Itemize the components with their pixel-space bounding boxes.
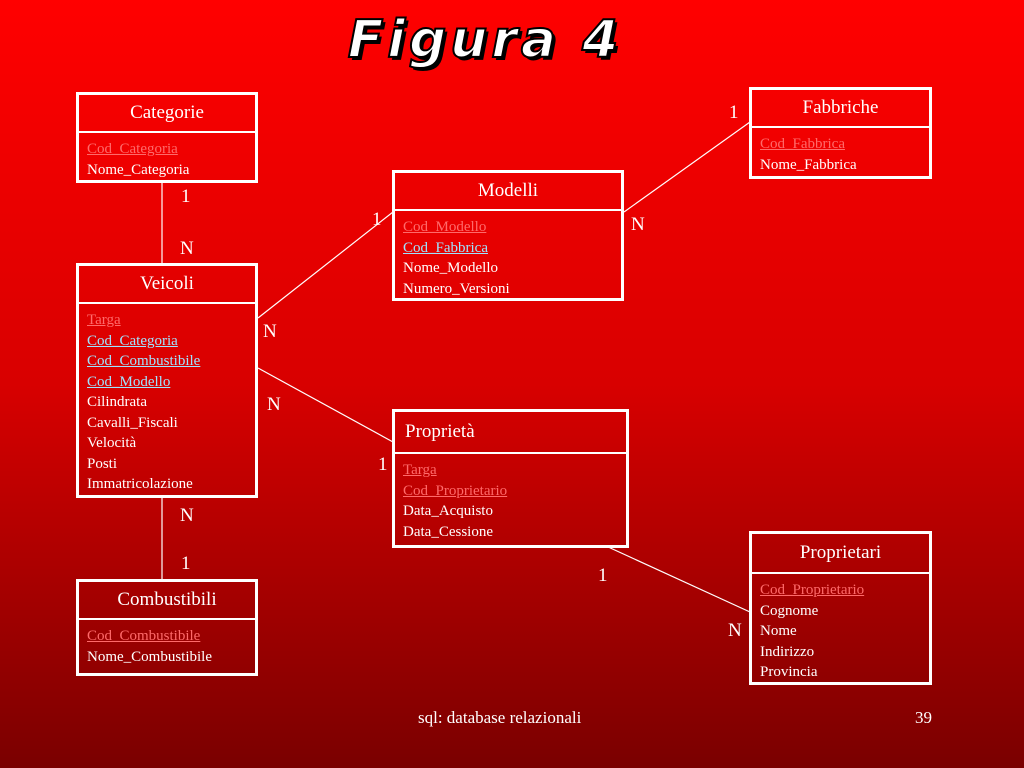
entity-fabbriche-title: Fabbriche xyxy=(752,90,929,128)
slide-title: Figura 4 xyxy=(347,9,623,71)
cardinality-proprieta-proprietari-one: 1 xyxy=(598,565,608,586)
attribute-plain: Immatricolazione xyxy=(87,476,193,492)
entity-modelli-title: Modelli xyxy=(395,173,621,211)
cardinality-categorie-veicoli-many: N xyxy=(180,238,194,259)
link-proprieta-proprietari xyxy=(605,545,751,613)
attribute-plain: Nome_Categoria xyxy=(87,161,190,178)
entity-proprieta-title: Proprietà xyxy=(395,412,626,454)
attribute-plain: Posti xyxy=(87,455,118,472)
cardinality-veicoli-proprieta-many: N xyxy=(267,394,281,415)
attribute-plain: Cilindrata xyxy=(87,394,147,410)
attribute-fk: Cod_Fabbrica xyxy=(403,239,488,256)
attribute-plain: Nome_Combustibile xyxy=(87,648,212,665)
attribute-pk: Cod_Modello xyxy=(403,219,487,235)
entity-veicoli-title: Veicoli xyxy=(79,266,255,304)
attribute-fk: Cod_Modello xyxy=(87,373,171,390)
cardinality-categorie-veicoli-one: 1 xyxy=(181,186,191,207)
attribute-plain: Data_Acquisto xyxy=(403,503,493,519)
cardinality-proprieta-proprietari-many: N xyxy=(728,620,742,641)
cardinality-fabbriche-modelli-one: 1 xyxy=(729,102,739,123)
attribute-plain: Cognome xyxy=(760,602,819,619)
attribute-pk: Targa xyxy=(403,462,437,478)
attribute-pk: Cod_Categoria xyxy=(87,141,178,157)
attribute-plain: Provincia xyxy=(760,664,818,680)
attribute-fk: Cod_Combustibile xyxy=(87,353,201,369)
entity-combustibili-title: Combustibili xyxy=(79,582,255,620)
attribute-plain: Nome_Fabbrica xyxy=(760,156,857,173)
entity-proprietari-title: Proprietari xyxy=(752,534,929,574)
attribute-plain: Data_Cessione xyxy=(403,523,493,540)
cardinality-modelli-veicoli-many: N xyxy=(263,321,277,342)
attribute-plain: Velocità xyxy=(87,435,137,451)
attribute-pk: Cod_Proprietario xyxy=(403,482,508,499)
attribute-plain: Indirizzo xyxy=(760,643,815,660)
cardinality-veicoli-proprieta-one: 1 xyxy=(378,454,388,475)
cardinality-veicoli-combustibili-one: 1 xyxy=(181,553,191,574)
cardinality-modelli-veicoli-one: 1 xyxy=(372,209,382,230)
attribute-pk: Cod_Proprietario xyxy=(760,582,865,598)
attribute-plain: Numero_Versioni xyxy=(403,280,510,297)
footer-label: sql: database relazionali xyxy=(418,708,582,727)
link-veicoli-proprieta xyxy=(257,367,394,443)
attribute-pk: Cod_Fabbrica xyxy=(760,136,845,152)
attribute-fk: Cod_Categoria xyxy=(87,332,178,349)
page-number: 39 xyxy=(915,708,932,727)
entity-categorie-title: Categorie xyxy=(79,95,255,133)
attribute-pk: Cod_Combustibile xyxy=(87,628,201,644)
link-modelli-veicoli xyxy=(257,211,394,319)
attribute-plain: Nome_Modello xyxy=(403,260,498,276)
cardinality-fabbriche-modelli-many: N xyxy=(631,214,645,235)
attribute-plain: Cavalli_Fiscali xyxy=(87,414,178,431)
cardinality-veicoli-combustibili-many: N xyxy=(180,505,194,526)
attribute-pk: Targa xyxy=(87,312,121,328)
link-fabbriche-modelli xyxy=(623,121,751,213)
attribute-plain: Nome xyxy=(760,623,797,639)
